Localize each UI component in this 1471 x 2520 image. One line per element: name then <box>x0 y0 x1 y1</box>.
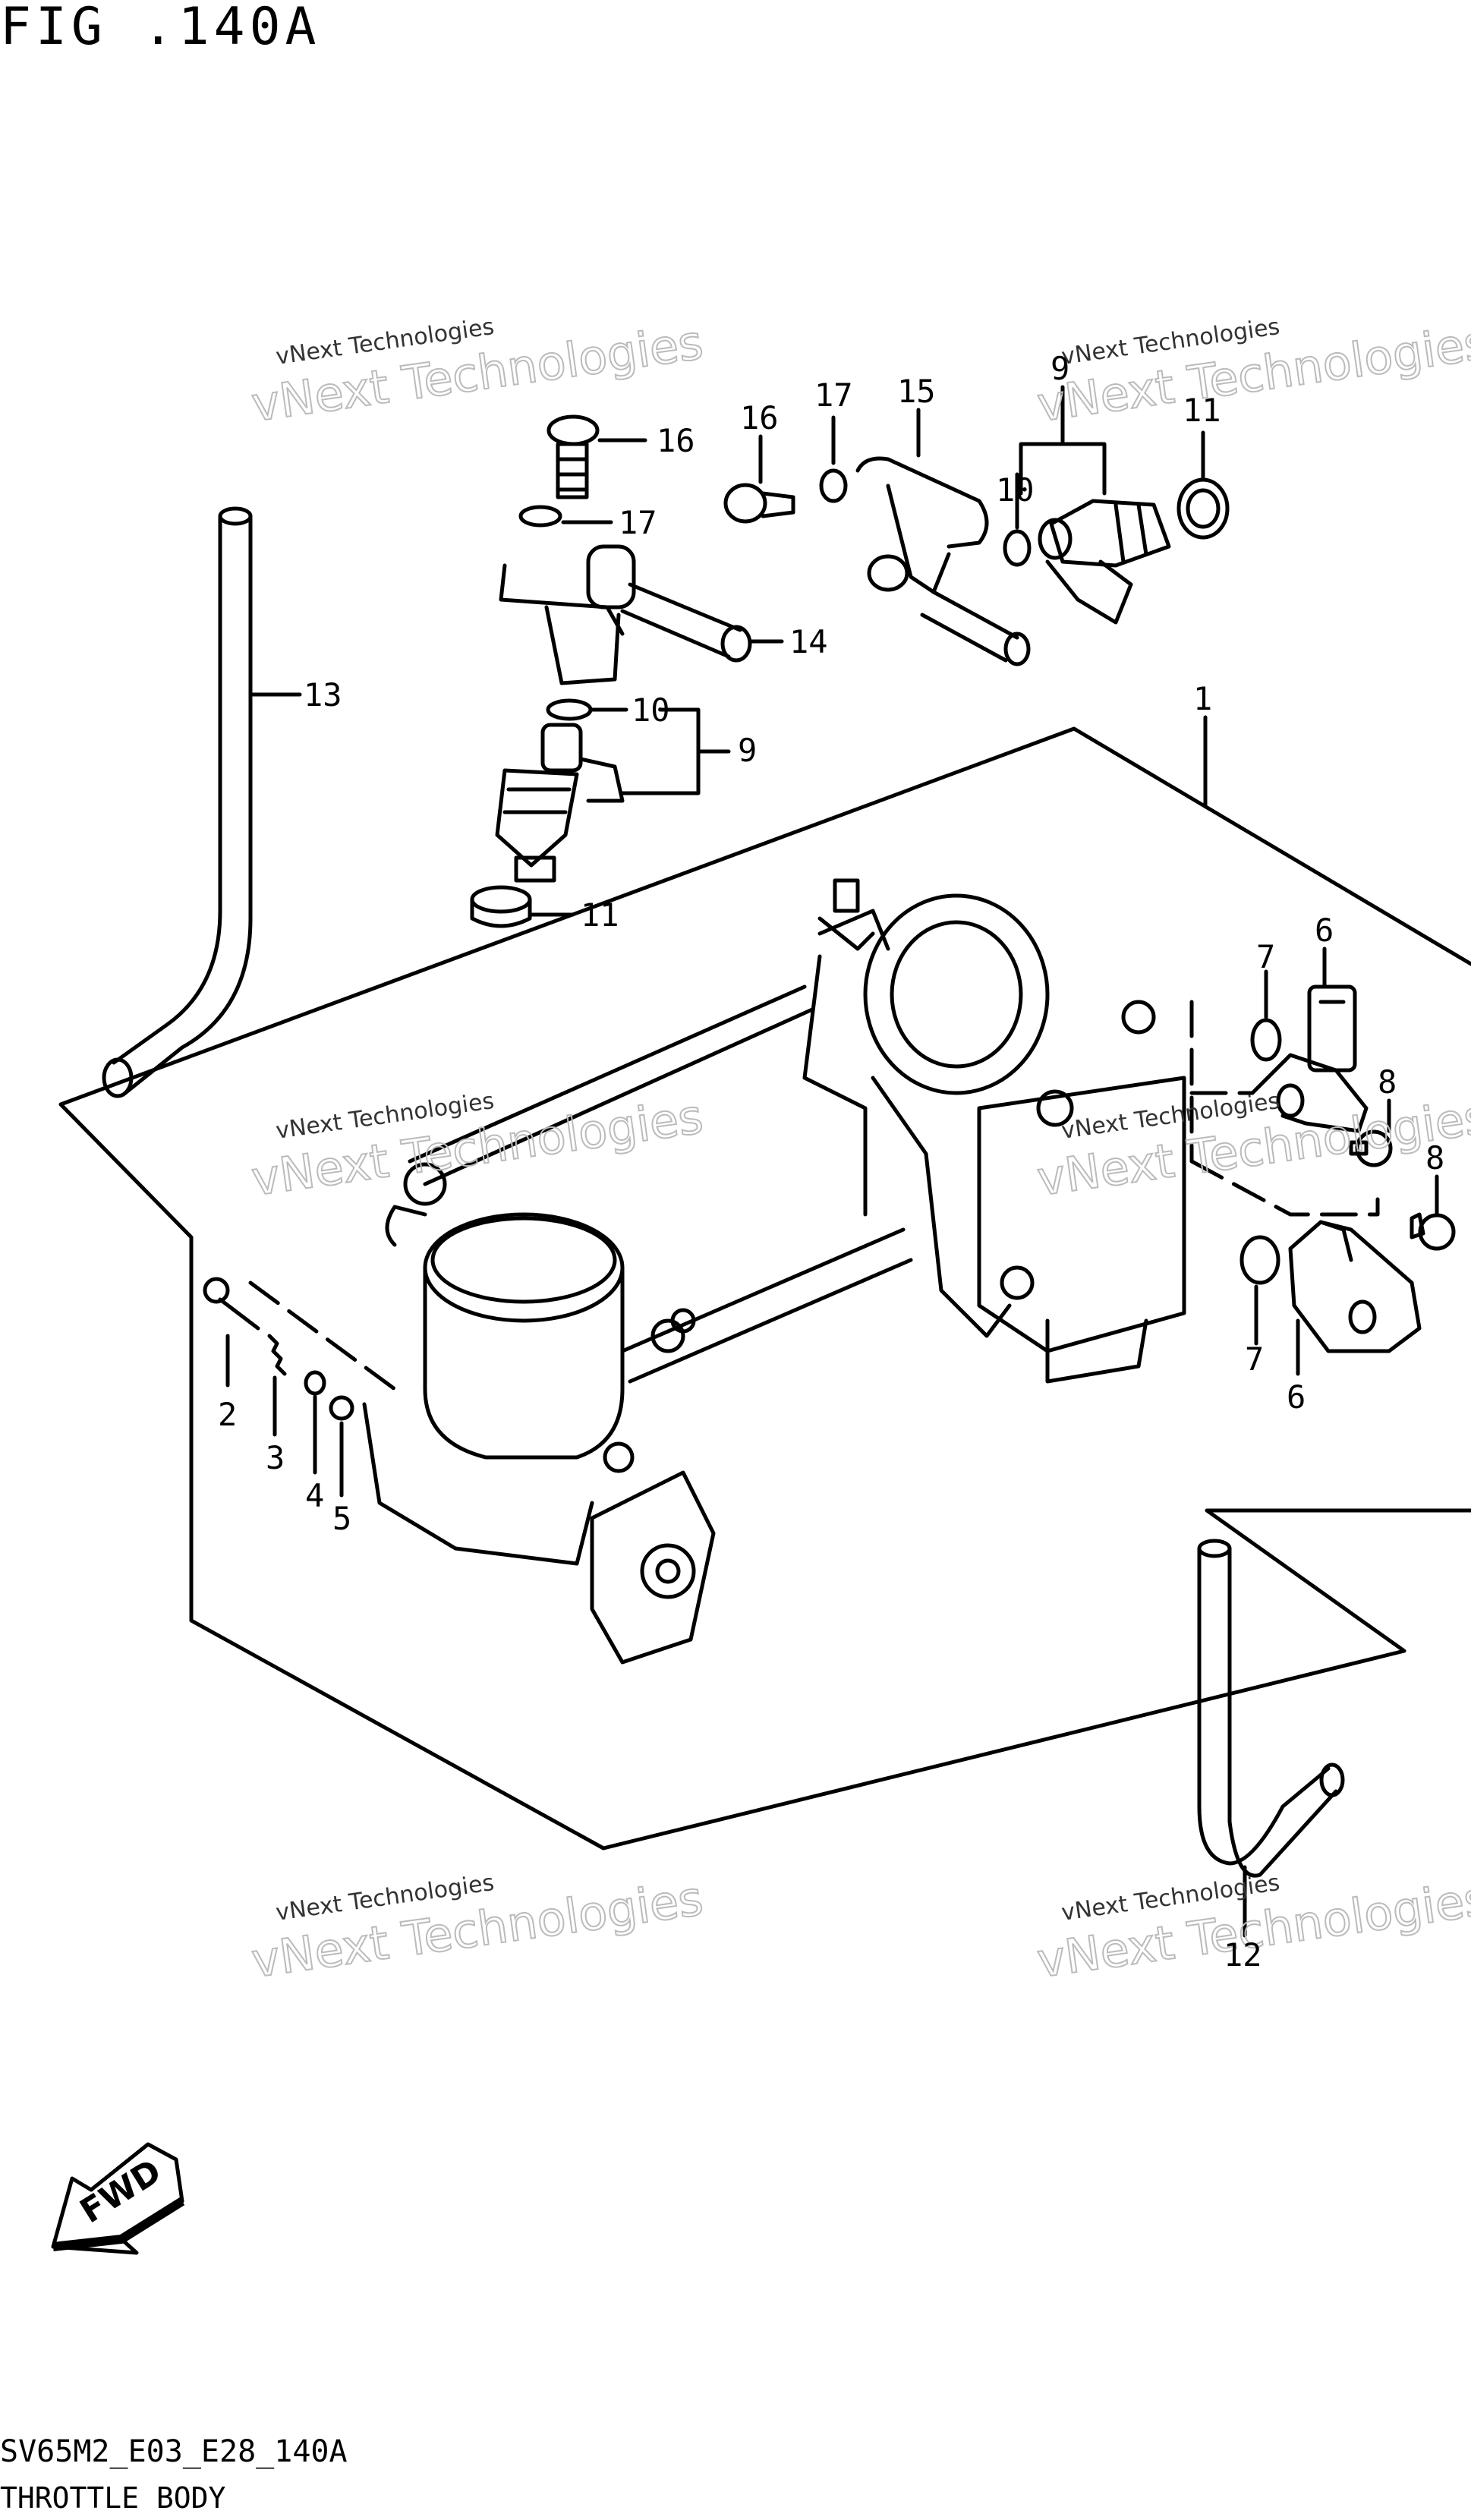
bolt-16-left <box>547 414 600 499</box>
callout-16-left: 16 <box>657 422 695 459</box>
bolt-8-upper <box>1349 1129 1393 1167</box>
oring-10-right <box>1003 529 1032 567</box>
screw-2 <box>203 1277 260 1331</box>
callout-14: 14 <box>789 623 828 660</box>
callout-6-lower: 6 <box>1287 1378 1306 1416</box>
callout-11-left: 11 <box>581 896 619 934</box>
figure-code: SV65M2_E03_E28_140A <box>0 2434 348 2469</box>
callout-16-right: 16 <box>740 399 779 436</box>
callout-7-lower: 7 <box>1245 1340 1264 1378</box>
callout-9-right: 9 <box>1050 350 1069 387</box>
callout-10-right: 10 <box>996 471 1035 509</box>
delivery-pipe-14 <box>499 544 752 685</box>
fwd-arrow: FWD <box>51 2142 185 2255</box>
callout-11-right: 11 <box>1183 392 1221 429</box>
seal-11-left <box>470 885 532 928</box>
dashed-guide-sensor <box>1189 1000 1380 1217</box>
callout-7-upper: 7 <box>1256 938 1275 975</box>
seal-11-right <box>1176 477 1230 540</box>
callout-17-right: 17 <box>814 376 853 414</box>
callout-17-left: 17 <box>619 504 657 541</box>
hose-12 <box>1197 1539 1345 1878</box>
hose-13 <box>102 506 253 1098</box>
bolt-8-lower <box>1410 1212 1456 1251</box>
oring-5 <box>329 1395 354 1421</box>
injector-9-right <box>1038 499 1171 625</box>
callout-8-upper: 8 <box>1378 1063 1397 1101</box>
callout-1: 1 <box>1193 680 1212 717</box>
callout-3: 3 <box>266 1439 285 1476</box>
washer-17-left <box>518 505 562 528</box>
callout-12: 12 <box>1224 1936 1262 1973</box>
callout-13: 13 <box>304 676 342 713</box>
callouts: 1 2 3 4 5 6 6 7 7 8 8 9 9 10 10 11 11 12… <box>218 350 1444 1973</box>
oring-7-lower <box>1239 1235 1280 1285</box>
bolt-16-right <box>723 483 795 524</box>
callout-6-upper: 6 <box>1315 912 1334 949</box>
callout-15: 15 <box>897 373 936 410</box>
assembly-frame <box>58 726 1471 1851</box>
injector-9-left <box>495 723 625 883</box>
figure-title: FIG .140A <box>0 0 321 57</box>
callout-10-left: 10 <box>632 691 670 729</box>
delivery-pipe-15 <box>855 456 1031 666</box>
washer-17-right <box>819 468 848 503</box>
washer-4 <box>304 1370 326 1396</box>
dashed-guide-small-parts <box>248 1280 397 1391</box>
callout-5: 5 <box>332 1500 351 1537</box>
oring-10-left <box>546 698 593 721</box>
watermarks: vNext Technologies vNext Technologies vN… <box>247 313 1471 1989</box>
callout-9-left: 9 <box>738 732 757 769</box>
callout-2: 2 <box>218 1396 237 1433</box>
throttle-body <box>362 878 1186 1665</box>
sensor-6-lower <box>1288 1220 1422 1353</box>
sensor-6-upper <box>1250 984 1369 1133</box>
callout-4: 4 <box>305 1477 324 1514</box>
figure-name: THROTTLE BODY <box>0 2481 226 2515</box>
callout-8-lower: 8 <box>1425 1139 1444 1177</box>
oring-7-upper <box>1250 1018 1282 1062</box>
spring-3 <box>267 1334 287 1376</box>
